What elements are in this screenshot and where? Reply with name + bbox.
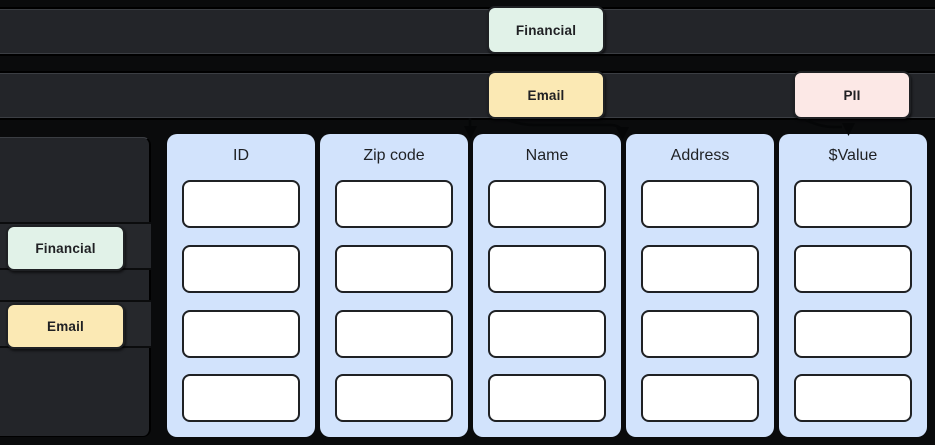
table-cell: [488, 180, 606, 228]
table-cell: [488, 245, 606, 293]
upstream-node-panel[interactable]: [0, 137, 151, 437]
table-cell: [182, 245, 300, 293]
tag-financial-panel[interactable]: Financial: [6, 225, 125, 271]
table-column-zip-code[interactable]: Zip code: [320, 134, 468, 437]
table-column-id[interactable]: ID: [167, 134, 315, 437]
edge-pii-to-value: [805, 118, 842, 129]
table-cell: [794, 245, 912, 293]
table-cell: [794, 310, 912, 358]
tag-email-upstream[interactable]: Email: [487, 71, 605, 119]
tag-label: PII: [843, 87, 861, 103]
column-header: ID: [233, 147, 249, 164]
table-cell: [641, 310, 759, 358]
tag-label: Financial: [515, 22, 577, 38]
table-column-name[interactable]: Name: [473, 134, 621, 437]
tag-label: Email: [46, 318, 85, 334]
table-cell: [182, 310, 300, 358]
table-cell: [794, 180, 912, 228]
table-cell: [335, 245, 453, 293]
table-cell: [335, 180, 453, 228]
table-cell: [335, 310, 453, 358]
column-header: $Value: [828, 147, 878, 164]
table-cell: [335, 374, 453, 422]
table-cell: [182, 180, 300, 228]
column-header: Zip code: [363, 147, 425, 164]
tag-label: Financial: [35, 240, 96, 256]
tag-email-panel[interactable]: Email: [6, 303, 125, 349]
upstream-table-bar-1[interactable]: [0, 9, 935, 54]
tag-label: Email: [527, 87, 565, 103]
upstream-table-bar-2[interactable]: [0, 73, 935, 118]
table-cell: [794, 374, 912, 422]
table-cell: [641, 374, 759, 422]
tag-financial-upstream[interactable]: Financial: [487, 6, 605, 54]
table-cell: [488, 310, 606, 358]
edge-email-to-address: [507, 118, 624, 132]
table-cell: [641, 180, 759, 228]
table-cell: [182, 374, 300, 422]
tag-pii-upstream[interactable]: PII: [793, 71, 911, 119]
column-header: Address: [670, 147, 730, 164]
table-cell: [488, 374, 606, 422]
table-cell: [641, 245, 759, 293]
table-column-address[interactable]: Address: [626, 134, 774, 437]
column-header: Name: [525, 147, 569, 164]
table-column-value[interactable]: $Value: [779, 134, 927, 437]
